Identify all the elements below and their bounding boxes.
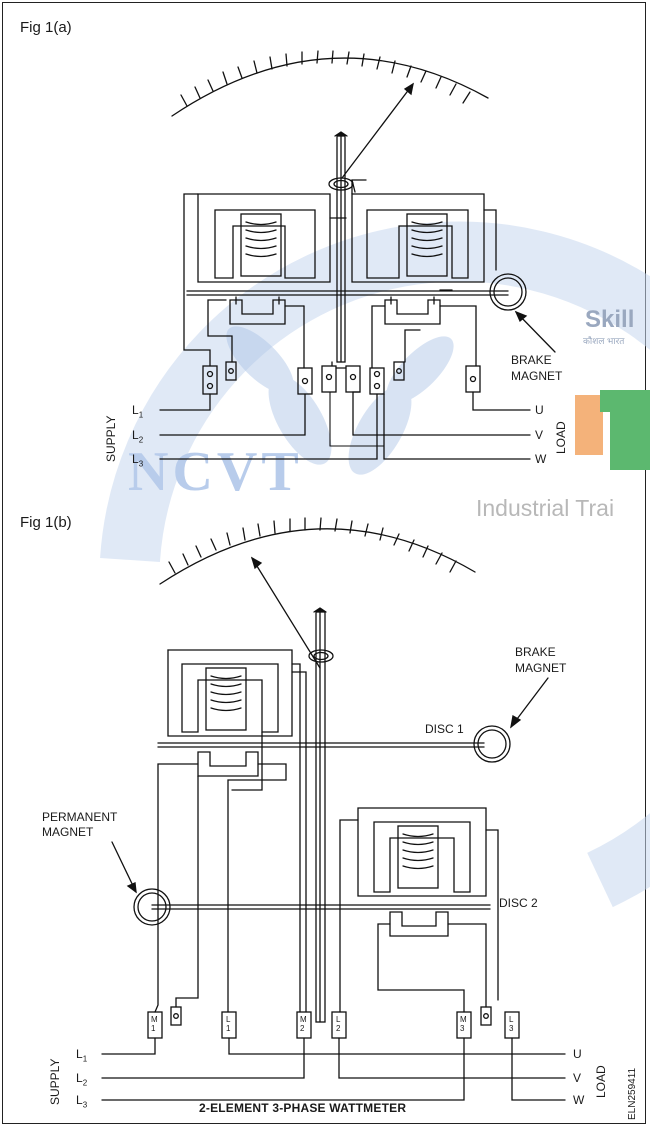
fig-a-brake-magnet — [489, 273, 527, 311]
fig-b-title: Fig 1(b) — [20, 514, 72, 531]
fig-b-u-label: U — [573, 1047, 582, 1061]
fig-b-load-label: LOAD — [594, 1065, 608, 1098]
fig-a-brake-magnet-label: BRAKE MAGNET — [511, 353, 563, 383]
fig-a-title: Fig 1(a) — [20, 19, 72, 36]
fig-a-v-label: V — [535, 428, 544, 442]
fig-a-supply-label: SUPPLY — [104, 415, 118, 462]
fig-b-lower-element — [357, 807, 487, 937]
fig-a-wiring — [159, 179, 531, 460]
fig-b-l3-label: L3 — [76, 1093, 88, 1110]
terminal-l1: L 1 — [226, 1015, 231, 1033]
fig-b-l2-label: L2 — [76, 1071, 88, 1088]
fig-a-l2-label: L2 — [132, 428, 144, 445]
fig-a-right-element — [351, 193, 485, 325]
fig-a-terminals — [202, 361, 481, 395]
fig-b-disc1-label: DISC 1 — [425, 722, 464, 736]
watermark-leaves — [226, 326, 454, 475]
fig-b-permanent-magnet-label: PERMANENT MAGNET — [42, 810, 118, 839]
fig-b-wiring — [101, 649, 566, 1101]
terminal-l3: L 3 — [509, 1015, 514, 1033]
watermark-orange-bar — [575, 395, 603, 455]
fig-b-disc2-label: DISC 2 — [499, 896, 538, 910]
watermark-ring — [100, 221, 650, 908]
fig-a-scale — [171, 50, 489, 117]
fig-b-permanent-magnet — [133, 888, 171, 926]
fig-b-scale — [159, 517, 476, 585]
fig-a-l3-label: L3 — [132, 452, 144, 469]
watermark-ncvt: NCVT — [128, 441, 303, 503]
fig-a-pointer — [341, 83, 414, 179]
fig-a-u-label: U — [535, 403, 544, 417]
fig-b-w-label: W — [573, 1093, 585, 1107]
fig-b-supply-label: SUPPLY — [48, 1058, 62, 1105]
fig-b-v-label: V — [573, 1071, 582, 1085]
fig-b-upper-element — [167, 649, 293, 777]
figure-caption: 2-ELEMENT 3-PHASE WATTMETER — [199, 1101, 407, 1115]
terminal-m3: M 3 — [460, 1015, 467, 1033]
watermark-industrial: Industrial Trai — [476, 495, 615, 521]
fig-b-l1-label: L1 — [76, 1047, 88, 1064]
watermark-skill: Skill — [585, 306, 635, 333]
terminal-m1: M 1 — [151, 1015, 158, 1033]
watermark-skill-sub: कौशल भारत — [583, 336, 625, 346]
fig-b-brake-magnet — [473, 725, 511, 763]
fig-b-pointer — [251, 557, 321, 669]
fig-a-l1-label: L1 — [132, 403, 144, 420]
fig-b-brake-magnet-label: BRAKE MAGNET — [515, 645, 567, 675]
terminal-l2: L 2 — [336, 1015, 341, 1033]
fig-a-load-label: LOAD — [554, 421, 568, 454]
watermark-green-bar — [600, 390, 650, 412]
fig-a-w-label: W — [535, 452, 547, 466]
fig-a-left-element — [197, 193, 331, 325]
figure-code: ELN259411 — [627, 1067, 638, 1120]
fig-b-spring — [308, 649, 334, 663]
terminal-m2: M 2 — [300, 1015, 307, 1033]
